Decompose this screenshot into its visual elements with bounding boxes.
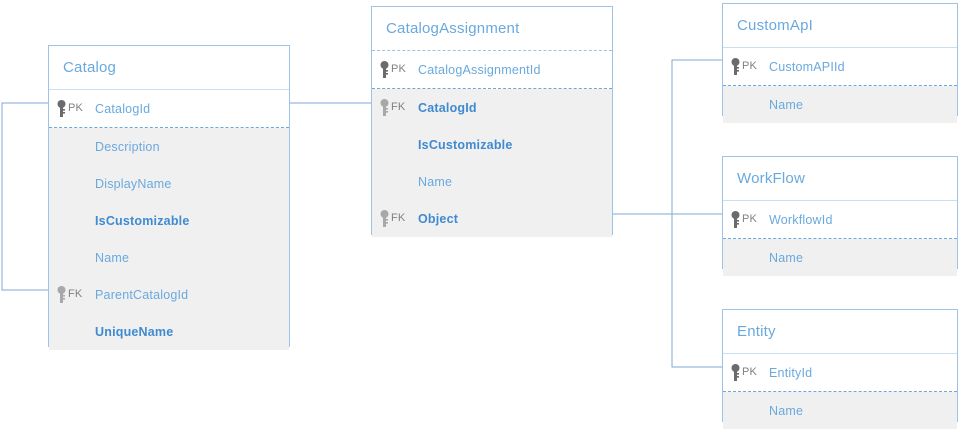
key-cell: FK [372, 99, 418, 116]
field-name: ParentCatalogId [95, 287, 189, 302]
table-row[interactable]: FK ParentCatalogId [49, 276, 289, 313]
field-name: CatalogAssignmentId [418, 62, 541, 77]
key-cell: PK [372, 61, 418, 78]
key-tag: FK [391, 101, 406, 113]
key-tag: PK [742, 60, 758, 72]
foreign-key-icon [57, 286, 66, 303]
primary-key-icon [57, 100, 66, 117]
key-tag: FK [68, 288, 83, 300]
entity-title-entity: Entity [723, 310, 957, 354]
field-name: Object [418, 211, 459, 226]
table-row[interactable]: DisplayName [49, 165, 289, 202]
entity-pk-zone-catalog: PK CatalogId [49, 90, 289, 128]
entity-title-customapi: CustomApI [723, 4, 957, 48]
entity-pk-zone-entity: PK EntityId [723, 354, 957, 392]
key-tag: PK [742, 366, 758, 378]
field-name: IsCustomizable [95, 213, 190, 228]
connector-object-to-customapi [671, 59, 722, 214]
table-row[interactable]: PK CatalogId [49, 90, 289, 127]
key-tag: PK [68, 102, 84, 114]
field-name: Name [418, 174, 453, 189]
field-name: CatalogId [95, 101, 151, 116]
entity-catalog[interactable]: Catalog PK CatalogId Description Display… [48, 45, 290, 350]
table-row[interactable]: Description [49, 128, 289, 165]
entity-title-catalogassignment: CatalogAssignment [372, 7, 612, 51]
field-name: Name [769, 250, 804, 265]
entity-body-entity: Name [723, 392, 957, 429]
entity-pk-zone-customapi: PK CustomAPIId [723, 48, 957, 86]
table-row[interactable]: IsCustomizable [49, 202, 289, 239]
field-name: IsCustomizable [418, 137, 513, 152]
table-row[interactable]: Name [372, 163, 612, 200]
entity-title-workflow: WorkFlow [723, 157, 957, 201]
primary-key-icon [380, 61, 389, 78]
field-name: Name [769, 403, 804, 418]
table-row[interactable]: PK CatalogAssignmentId [372, 51, 612, 88]
field-name: UniqueName [95, 324, 174, 339]
entity-entity[interactable]: Entity PK EntityId Name [722, 309, 958, 429]
table-row[interactable]: Name [723, 392, 957, 429]
field-name: CatalogId [418, 100, 477, 115]
table-row[interactable]: Name [723, 86, 957, 123]
key-cell: PK [723, 58, 769, 75]
primary-key-icon [731, 211, 740, 228]
table-row[interactable]: Name [49, 239, 289, 276]
field-name: EntityId [769, 365, 813, 380]
table-row[interactable]: FK Object [372, 200, 612, 237]
entity-body-customapi: Name [723, 86, 957, 123]
entity-catalogassignment[interactable]: CatalogAssignment PK CatalogAssignmentId [371, 6, 613, 237]
connector-object-to-entity [671, 214, 722, 368]
entity-body-catalogassignment: FK CatalogId IsCustomizable Name FK [372, 89, 612, 237]
key-cell: PK [49, 100, 95, 117]
entity-body-workflow: Name [723, 239, 957, 276]
entity-title-catalog: Catalog [49, 46, 289, 90]
primary-key-icon [731, 58, 740, 75]
table-row[interactable]: PK CustomAPIId [723, 48, 957, 85]
table-row[interactable]: FK CatalogId [372, 89, 612, 126]
key-tag: PK [391, 63, 407, 75]
table-row[interactable]: PK WorkflowId [723, 201, 957, 238]
key-tag: FK [391, 212, 406, 224]
field-name: Description [95, 139, 160, 154]
foreign-key-icon [380, 99, 389, 116]
field-name: CustomAPIId [769, 59, 845, 74]
table-row[interactable]: PK EntityId [723, 354, 957, 391]
field-name: WorkflowId [769, 212, 833, 227]
foreign-key-icon [380, 210, 389, 227]
key-cell: PK [723, 364, 769, 381]
table-row[interactable]: IsCustomizable [372, 126, 612, 163]
entity-pk-zone-workflow: PK WorkflowId [723, 201, 957, 239]
key-cell: FK [372, 210, 418, 227]
entity-workflow[interactable]: WorkFlow PK WorkflowId Name [722, 156, 958, 276]
field-name: Name [769, 97, 804, 112]
primary-key-icon [731, 364, 740, 381]
connector-catalog-self-reference [1, 102, 48, 291]
key-cell: PK [723, 211, 769, 228]
field-name: DisplayName [95, 176, 172, 191]
table-row[interactable]: UniqueName [49, 313, 289, 350]
table-row[interactable]: Name [723, 239, 957, 276]
entity-customapi[interactable]: CustomApI PK CustomAPIId Name [722, 3, 958, 123]
entity-body-catalog: Description DisplayName IsCustomizable N… [49, 128, 289, 350]
key-tag: PK [742, 213, 758, 225]
entity-pk-zone-catalogassignment: PK CatalogAssignmentId [372, 51, 612, 89]
key-cell: FK [49, 286, 95, 303]
field-name: Name [95, 250, 130, 265]
